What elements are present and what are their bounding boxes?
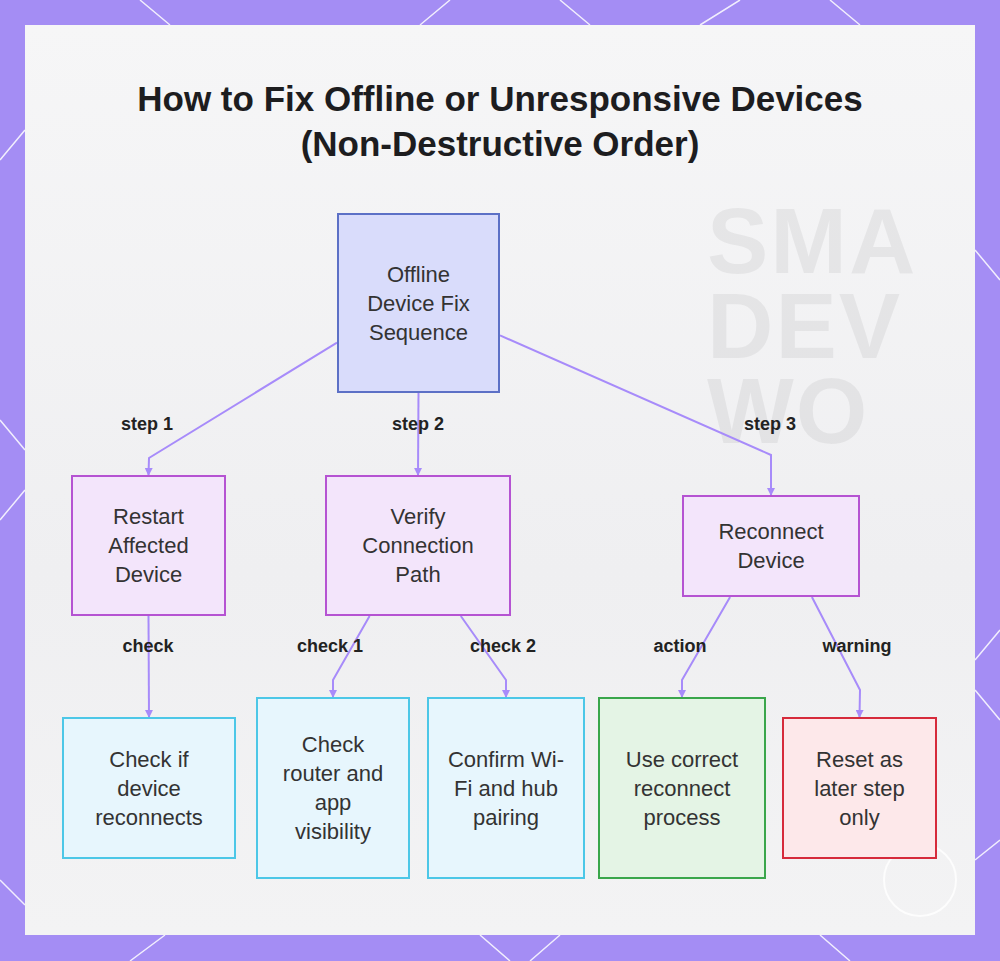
connector-line [500,335,771,495]
node-label: Check if device reconnects [80,745,218,832]
connector-line [812,597,860,717]
watermark-text: DEV [707,280,902,372]
warning-box: Reset as later step only [782,717,937,859]
connector-line [148,616,151,717]
check-box: Check if device reconnects [62,717,236,859]
edge-label: check 1 [297,636,363,657]
root-box: Offline Device Fix Sequence [337,213,500,393]
node-label: Verify Connection Path [343,502,493,589]
node-label: Restart Affected Device [89,502,208,589]
edge-label: step 1 [121,414,173,435]
connector-line [461,616,506,697]
node-label: Reset as later step only [800,745,919,832]
node-label: Reconnect Device [700,517,842,575]
step-box: Restart Affected Device [71,475,226,616]
node-label: Offline Device Fix Sequence [355,260,482,347]
edge-label: check [122,636,173,657]
watermark-text: WO [707,365,869,457]
check-box: Check router and app visibility [256,697,410,879]
edge-label: step 2 [392,414,444,435]
node-text-group: Check if device reconnects [80,745,218,832]
connector-line [149,343,338,475]
node-text-group: Confirm Wi-Fi and hub pairing [445,745,567,832]
node-text-group: Offline Device Fix Sequence [355,260,482,347]
check-box: Confirm Wi-Fi and hub pairing [427,697,585,879]
node-label: Use correct reconnect process [616,745,748,832]
edge-label: check 2 [470,636,536,657]
node-text-group: Reset as later step only [800,745,919,832]
connector-line [333,616,370,697]
step-box: Reconnect Device [682,495,860,597]
node-text-group: Verify Connection Path [343,502,493,589]
step-box: Verify Connection Path [325,475,511,616]
edge-label: warning [822,636,891,657]
node-text-group: Use correct reconnect process [616,745,748,832]
watermark-text: SMA [707,195,917,287]
node-text-group: Check router and app visibility [274,730,392,846]
diagram-title: How to Fix Offline or Unresponsive Devic… [100,76,900,166]
node-label: Confirm Wi-Fi and hub pairing [445,745,567,832]
node-text-group: Reconnect Device [700,517,842,575]
edge-label: step 3 [744,414,796,435]
node-text-group: Restart Affected Device [89,502,208,589]
node-label: Check router and app visibility [274,730,392,846]
action-box: Use correct reconnect process [598,697,766,879]
edge-label: action [653,636,706,657]
connector-line [417,393,420,475]
